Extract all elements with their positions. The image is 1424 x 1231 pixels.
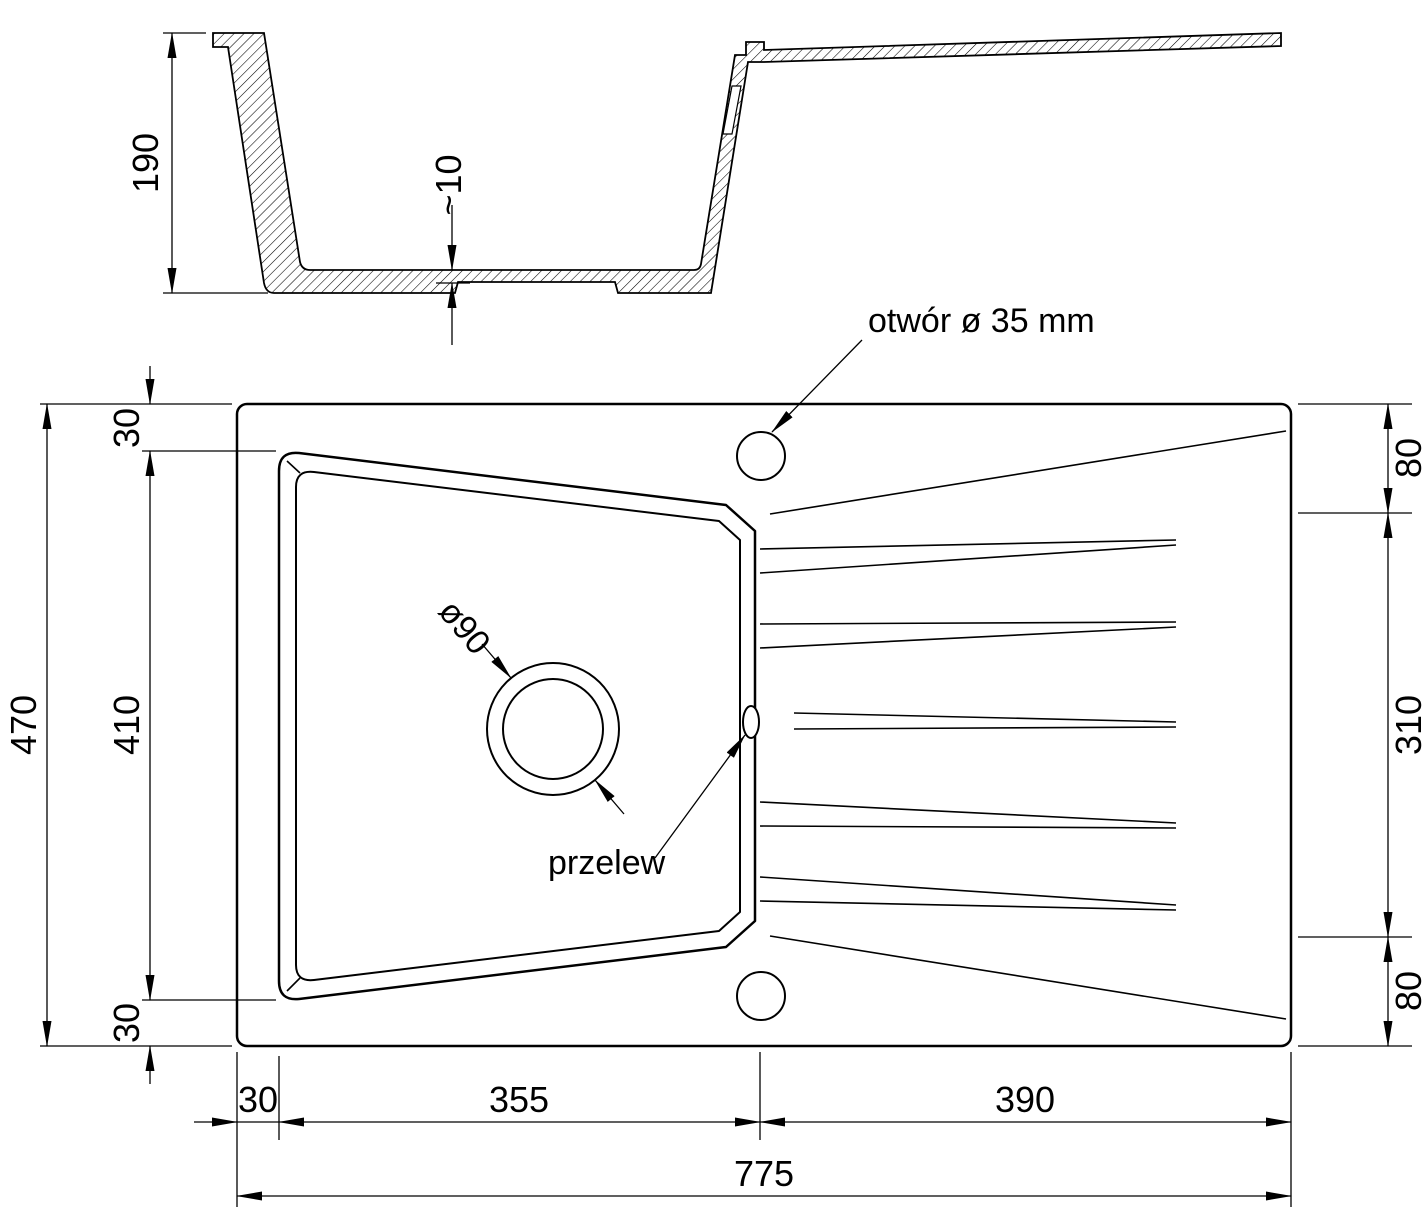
drain-circle-inner [502,678,604,780]
dims-bottom: 30 355 390 775 [194,1052,1292,1207]
groove-bottom-diagonal [769,935,1287,1020]
groove-3b [793,726,1177,730]
dim-80bottom-label: 80 [1388,971,1424,1011]
dim-depth: 190 [125,32,268,294]
dim-30left-label: 30 [238,1079,278,1120]
dim-30bottom-label: 30 [106,1003,147,1043]
basin-corner-tick-tl [286,460,301,474]
groove-4b [759,825,1177,829]
groove-2b [759,626,1177,649]
drain-leader-lower [594,779,625,815]
plan-view: otwór ø 35 mm ø90 przelew [235,302,1293,1048]
dim-80top-label: 80 [1388,438,1424,478]
groove-top-diagonal [769,430,1287,515]
dim-310-label: 310 [1388,695,1424,755]
dims-left: 470 30 410 30 [3,366,276,1084]
dim-depth-label: 190 [125,133,166,193]
basin [277,451,760,1001]
dim-775-label: 775 [734,1153,794,1194]
drainer-grooves [759,430,1287,1020]
section-cut-body [212,32,1282,294]
tap-hole-bottom [736,971,786,1021]
groove-1a [759,539,1177,550]
dim-390-label: 390 [995,1079,1055,1120]
dim-thickness-label: ~10 [428,154,469,215]
tap-hole-leader [771,339,863,433]
overflow-slot-section [722,85,742,135]
overflow-callout: przelew [548,734,746,882]
dim-355-label: 355 [489,1079,549,1120]
overflow-leader [654,734,746,859]
drain-circle-outer [486,662,620,796]
section-view: 190 ~10 [125,32,1282,345]
tap-hole-callout: otwór ø 35 mm [771,302,1095,433]
groove-4a [759,801,1177,824]
tap-hole-top [736,431,786,481]
basin-rim-outer [277,451,757,1001]
drain-leader-upper [481,643,512,679]
groove-2a [759,621,1177,625]
dims-right: 80 310 80 [1298,403,1424,1047]
dim-410-label: 410 [106,695,147,755]
groove-3a [793,712,1177,723]
basin-corner-tick-bl [286,977,301,992]
groove-5b [759,900,1177,911]
overflow-label: przelew [548,844,666,882]
overflow-opening [742,705,760,739]
dim-470-label: 470 [3,695,44,755]
basin-rim-inner [295,470,741,982]
dim-bottom-thickness: ~10 [428,154,470,345]
groove-5a [759,876,1177,906]
groove-1b [759,544,1177,574]
dim-30top-label: 30 [106,408,147,448]
tap-hole-label: otwór ø 35 mm [868,302,1095,340]
